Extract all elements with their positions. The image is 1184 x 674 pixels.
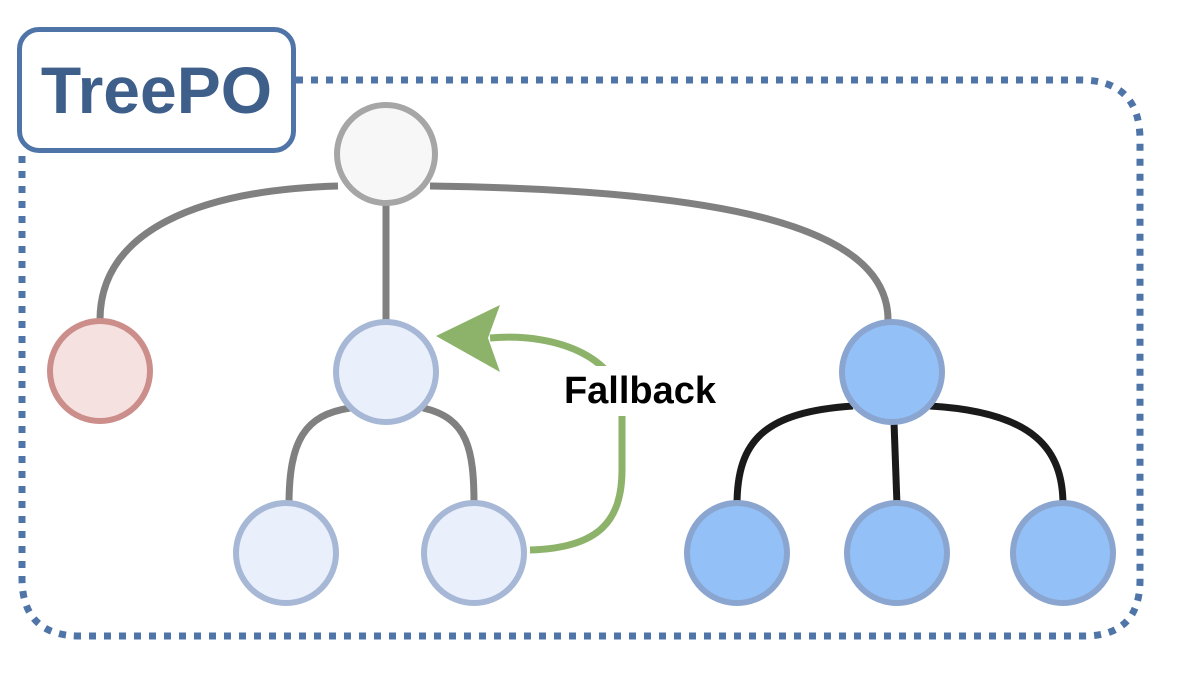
edge-right-to-child-3 <box>929 402 1067 506</box>
root-node <box>334 102 438 206</box>
edge-middle-to-child-2 <box>422 404 478 506</box>
right-child-node <box>1010 500 1116 606</box>
edge-middle-to-child-1 <box>285 404 351 506</box>
middle-node <box>333 319 439 425</box>
failed-node <box>47 318 153 424</box>
title-box: TreePO <box>17 27 296 153</box>
edge-right-to-child-2 <box>890 421 901 506</box>
diagram-title: TreePO <box>40 53 273 127</box>
edge-root-to-left-failed <box>96 182 339 321</box>
edge-root-to-right <box>429 182 892 321</box>
right-child-node <box>684 500 790 606</box>
middle-child-node <box>233 500 339 606</box>
outer-dotted-frame <box>18 76 1144 640</box>
right-child-node <box>844 500 950 606</box>
right-node <box>839 319 945 425</box>
middle-child-node <box>421 500 527 606</box>
edge-right-to-child-1 <box>733 402 854 506</box>
fallback-label: Fallback <box>545 366 735 416</box>
fallback-arrowhead <box>436 305 500 372</box>
